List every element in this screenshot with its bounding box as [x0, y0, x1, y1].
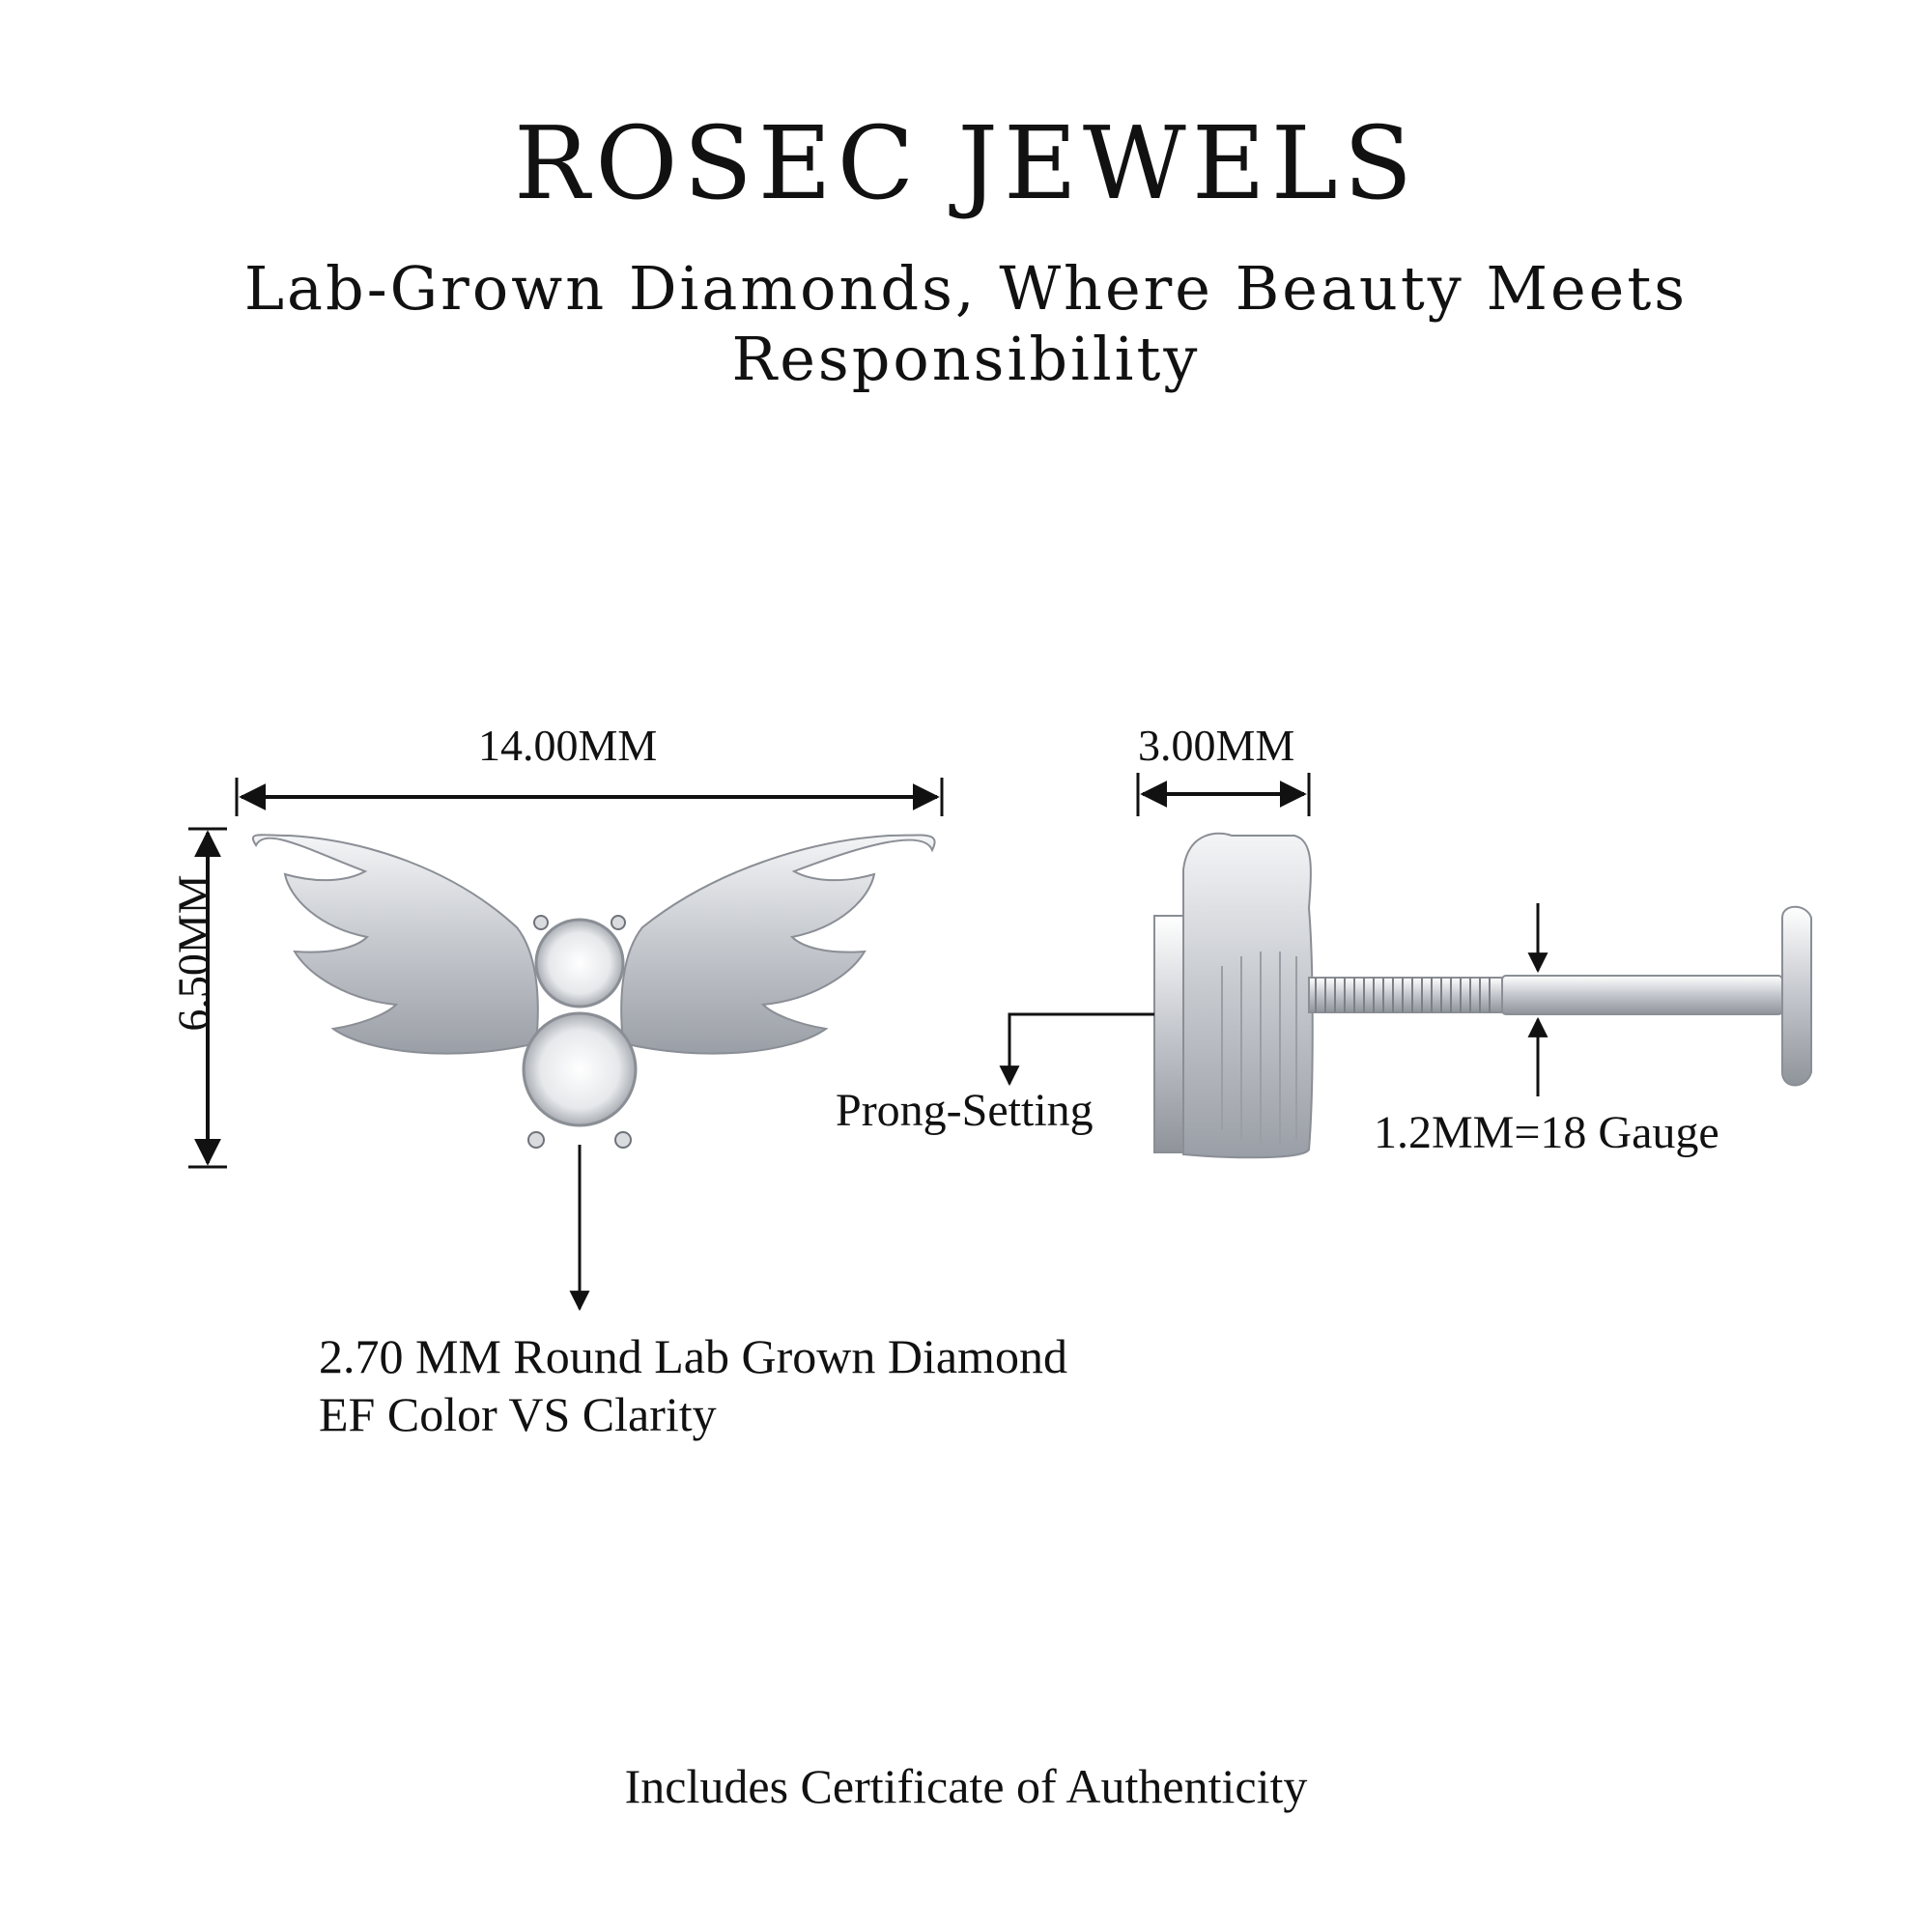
- gauge-label: 1.2MM=18 Gauge: [1374, 1107, 1719, 1158]
- width-label: 14.00MM: [478, 721, 658, 770]
- tagline: Lab-Grown Diamonds, Where Beauty Meets R…: [243, 253, 1689, 394]
- brand-title: ROSEC JEWELS: [513, 104, 1419, 222]
- prong-setting-label: Prong-Setting: [836, 1085, 1094, 1136]
- depth-dimension-line: [1136, 773, 1311, 816]
- threaded-post: [1308, 977, 1503, 1013]
- smooth-post: [1501, 975, 1783, 1015]
- width-dimension-line: [235, 778, 944, 816]
- stone-spec-line2: EF Color VS Clarity: [319, 1387, 717, 1441]
- height-dimension-line: [188, 827, 227, 1169]
- depth-label: 3.00MM: [1138, 721, 1295, 770]
- wing-earring-front-view: [252, 834, 936, 1149]
- left-wing: [252, 834, 539, 1055]
- stone-spec-line1: 2.70 MM Round Lab Grown Diamond: [319, 1329, 1067, 1383]
- top-diamond: [534, 918, 625, 1009]
- prong-callout-arrow: [999, 1012, 1154, 1087]
- right-wing: [620, 834, 936, 1055]
- flat-back-disc: [1781, 905, 1812, 1087]
- bottom-diamond: [522, 1011, 638, 1127]
- height-label: 6.50MM: [168, 874, 218, 1032]
- certificate-note: Includes Certificate of Authenticity: [624, 1759, 1308, 1813]
- earring-side-view: [1153, 832, 1812, 1159]
